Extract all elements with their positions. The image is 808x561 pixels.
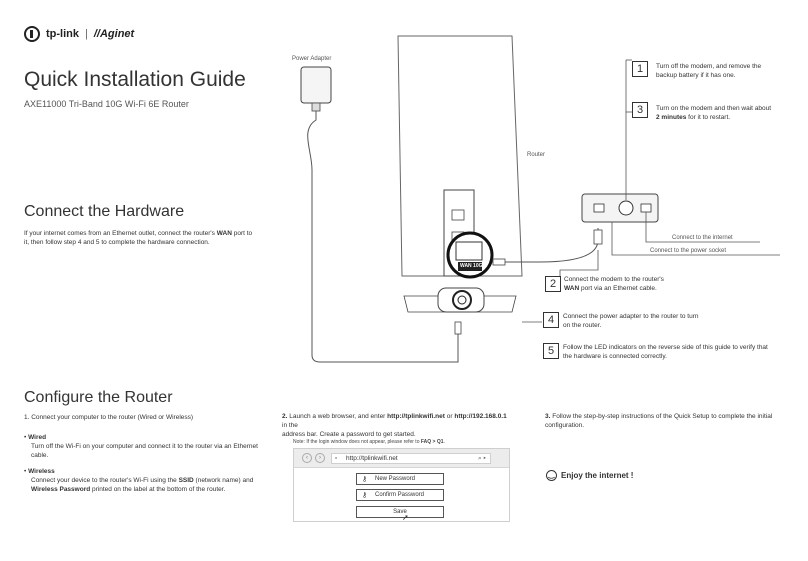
step-2-number: 2: [545, 276, 561, 292]
configure-step-1: 1. Connect your computer to the router (…: [24, 414, 194, 421]
enjoy-message: ‿ Enjoy the internet !: [546, 470, 633, 481]
step-4: 4: [543, 312, 559, 328]
step-5: 5: [543, 343, 559, 359]
configure-step-3: 3. Follow the step-by-step instructions …: [545, 413, 773, 429]
page-icon: ▫: [335, 455, 338, 462]
step-5-number: 5: [543, 343, 559, 359]
brand-aginet: //Aginet: [93, 28, 135, 40]
power-adapter-shape: [300, 66, 332, 104]
key-icon: ⚷: [362, 492, 368, 499]
configure-heading: Configure the Router: [24, 389, 173, 406]
key-icon: ⚷: [362, 476, 368, 483]
step-3: 3: [632, 102, 648, 118]
aginet-logo-icon: //: [93, 28, 100, 40]
bullet-icon: •: [24, 468, 29, 475]
connect-power-label: Connect to the power socket: [650, 248, 727, 254]
step-4-number: 4: [543, 312, 559, 328]
step-4-text: Connect the power adapter to the router …: [563, 313, 699, 329]
new-password-field[interactable]: ⚷ New Password: [356, 473, 444, 485]
address-bar[interactable]: ▫ http://tplinkwifi.net ⌕ ▸: [331, 453, 491, 464]
page-title: Quick Installation Guide: [24, 68, 246, 91]
router-label: Router: [527, 152, 546, 158]
wireless-section: • Wireless Connect your device to the ro…: [24, 468, 254, 493]
hardware-intro: If your internet comes from an Ethernet …: [24, 230, 253, 246]
bullet-icon: •: [24, 434, 29, 441]
wan-port-label: WAN 10G: [460, 263, 483, 269]
confirm-password-field[interactable]: ⚷ Confirm Password: [356, 489, 444, 501]
step-2: 2: [545, 276, 561, 292]
configure-step-2: 2. Launch a web browser, and enter http:…: [282, 413, 507, 438]
power-cable: [307, 111, 459, 363]
search-refresh-icon[interactable]: ⌕ ▸: [478, 455, 486, 462]
browser-window: ‹ › ▫ http://tplinkwifi.net ⌕ ▸ ⚷ New Pa…: [293, 448, 510, 522]
cursor-icon: ➚: [402, 513, 409, 522]
brand-separator: |: [85, 28, 88, 40]
brand-logo: tp-link | //Aginet: [24, 26, 134, 42]
login-note: Note: If the login window does not appea…: [293, 439, 445, 445]
step-5-text: Follow the LED indicators on the reverse…: [563, 344, 768, 360]
power-adapter-label: Power Adapter: [292, 56, 332, 62]
step-1: 1: [632, 61, 648, 77]
hardware-diagram: [300, 35, 780, 363]
brand-tplink: tp-link: [46, 28, 79, 40]
tplink-logo-icon: [24, 26, 40, 42]
step-1-number: 1: [632, 61, 648, 77]
forward-icon[interactable]: ›: [315, 453, 325, 463]
save-button[interactable]: Save: [356, 506, 444, 518]
hardware-heading: Connect the Hardware: [24, 203, 185, 220]
smiley-icon: ‿: [546, 470, 557, 481]
step-3-number: 3: [632, 102, 648, 118]
browser-toolbar: ‹ › ▫ http://tplinkwifi.net ⌕ ▸: [294, 449, 509, 468]
connect-internet-label: Connect to the internet: [672, 235, 733, 241]
router-shape: [397, 35, 523, 277]
back-icon[interactable]: ‹: [302, 453, 312, 463]
wired-section: • Wired Turn off the Wi-Fi on your compu…: [24, 434, 258, 459]
page-subtitle: AXE11000 Tri-Band 10G Wi-Fi 6E Router: [24, 99, 189, 109]
